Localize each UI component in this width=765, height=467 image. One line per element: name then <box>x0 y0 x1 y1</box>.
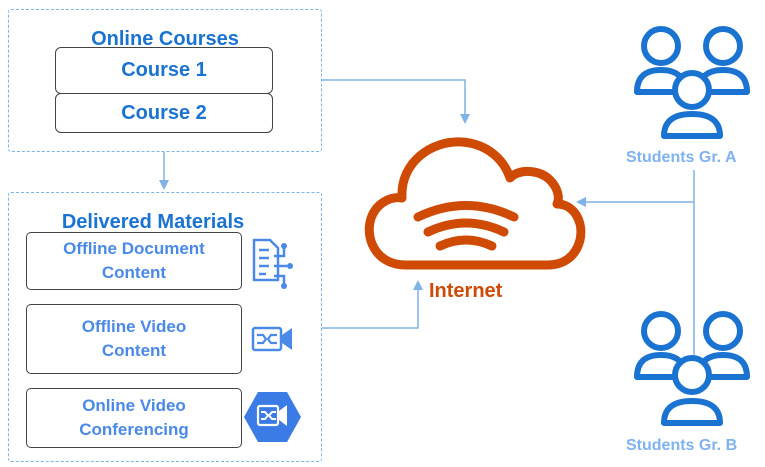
course-1-box: Course 1 <box>55 47 273 94</box>
online-video-conferencing-box: Online Video Conferencing <box>26 388 242 448</box>
connector-materials-to-internet <box>322 280 423 329</box>
delivered-materials-group: Delivered Materials <box>8 192 322 462</box>
students-group-b-label: Students Gr. B <box>626 437 738 454</box>
offline-document-content-box: Offline Document Content <box>26 232 242 290</box>
course-2-box: Course 2 <box>55 93 273 133</box>
material-label-line2: Content <box>101 341 167 360</box>
connector-courses-to-internet <box>322 79 470 124</box>
material-label-line1: Online Video <box>82 396 186 415</box>
students-group-a-label: Students Gr. A <box>626 149 737 166</box>
online-courses-group: Online Courses <box>8 9 322 152</box>
offline-video-content-box: Offline Video Content <box>26 304 242 374</box>
delivered-materials-title: Delivered Materials <box>61 211 245 233</box>
internet-label: Internet <box>429 280 503 302</box>
material-label-line2: Content <box>101 263 167 282</box>
material-label-line2: Conferencing <box>79 420 189 439</box>
material-label-line1: Offline Video <box>81 317 187 336</box>
material-label-line1: Offline Document <box>63 239 205 258</box>
online-courses-title: Online Courses <box>91 28 239 50</box>
